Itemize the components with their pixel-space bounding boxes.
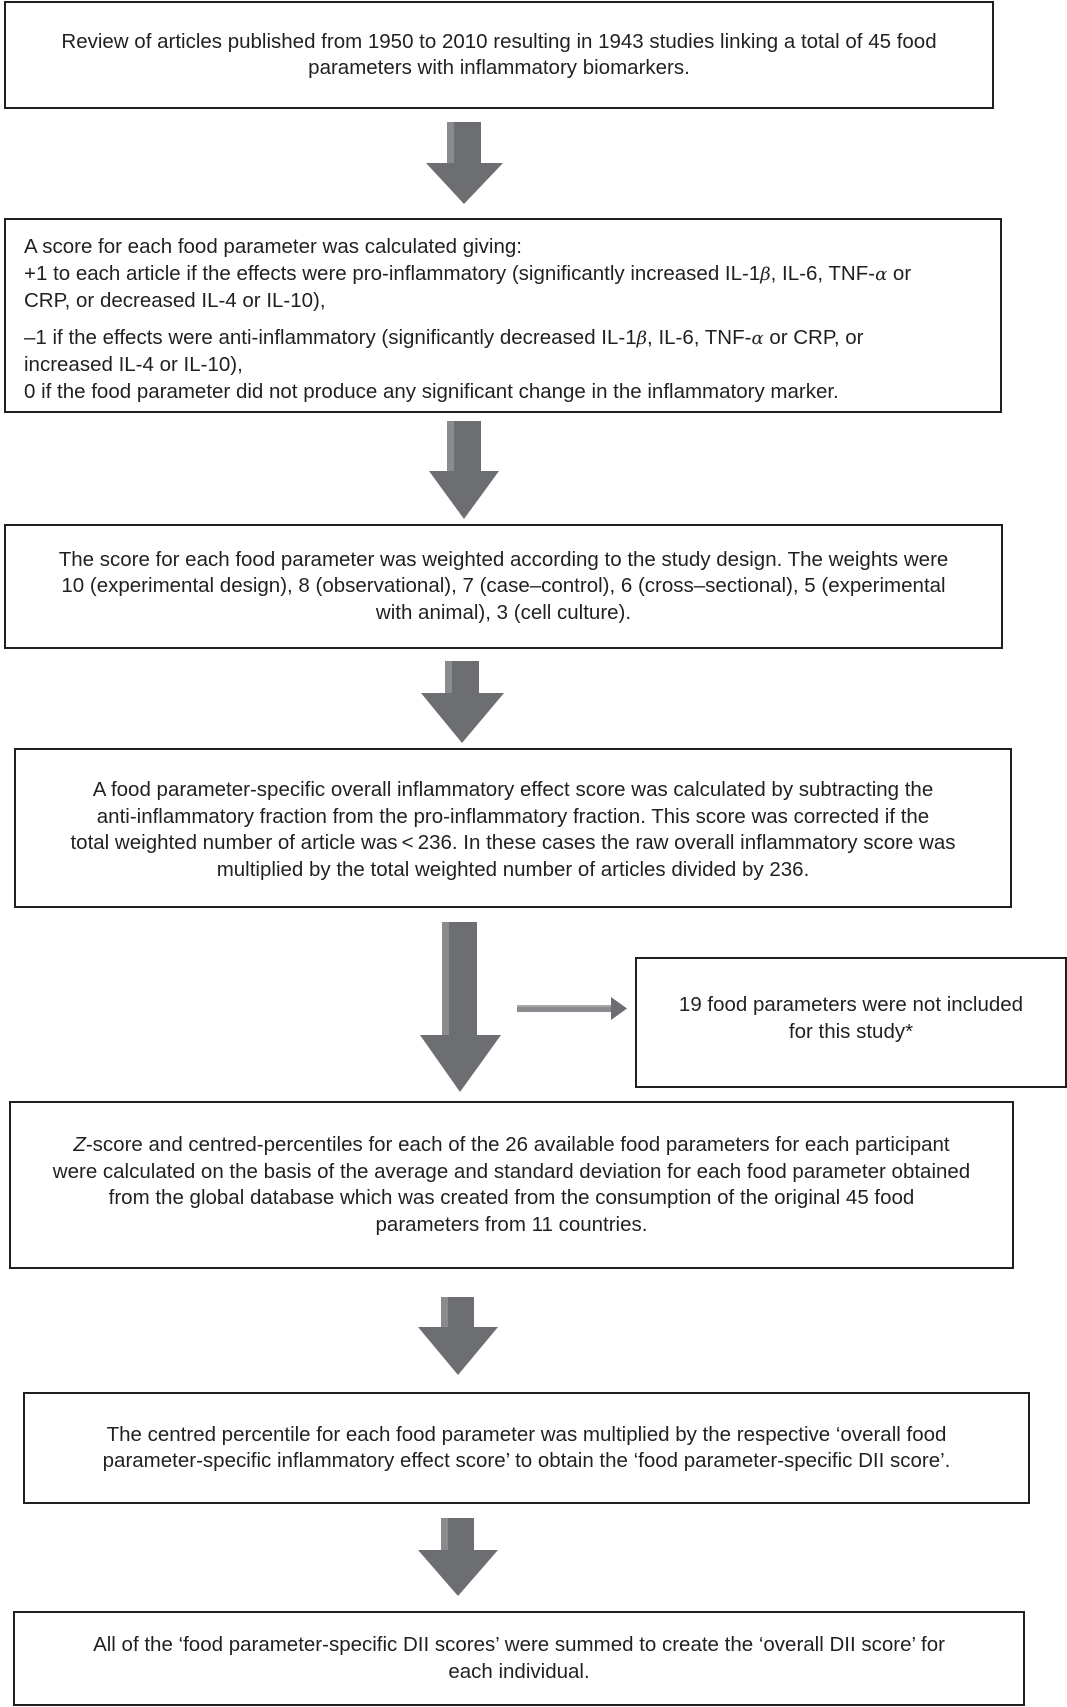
step-3-weighting-box: The score for each food parameter was we… (4, 524, 1003, 649)
step-6-line-2: parameter-specific inflammatory effect s… (102, 1449, 951, 1472)
down-arrow-2 (429, 421, 499, 519)
step-2-line-2: +1 to each article if the effects were p… (24, 261, 912, 285)
step-5-zscore-box: Z-score and centred-percentiles for each… (9, 1101, 1014, 1269)
step-2-line-1: A score for each food parameter was calc… (24, 235, 522, 258)
step-5-line-3: from the global database which was creat… (108, 1186, 915, 1209)
step-6-line-1: The centred percentile for each food par… (106, 1422, 947, 1446)
down-arrow-4 (420, 922, 501, 1092)
step-1-line-1: Review of articles published from 1950 t… (61, 29, 937, 53)
step-2-line-3: CRP, or decreased IL-4 or IL-10), (24, 289, 326, 312)
step-7-overall-dii-box: All of the ‘food parameter-specific DII … (13, 1611, 1025, 1706)
step-5-line-1: Z-score and centred-percentiles for each… (73, 1133, 950, 1156)
step-2-scoring-box: A score for each food parameter was calc… (4, 218, 1002, 413)
down-arrow-6 (418, 1518, 498, 1596)
step-3-line-3: with animal), 3 (cell culture). (375, 600, 632, 624)
excluded-line-1: 19 food parameters were not included (678, 993, 1024, 1016)
step-3-line-1: The score for each food parameter was we… (58, 547, 949, 571)
step-3-line-2: 10 (experimental design), 8 (observation… (61, 574, 946, 598)
step-5-line-4: parameters from 11 countries. (375, 1212, 648, 1236)
step-4-line-4: multiplied by the total weighted number … (216, 857, 810, 881)
step-5-line-2: were calculated on the basis of the aver… (52, 1159, 971, 1183)
step-7-line-2: each individual. (448, 1659, 590, 1683)
step-2-line-5: increased IL-4 or IL-10), (24, 353, 243, 376)
excluded-parameters-box: 19 food parameters were not included for… (635, 957, 1067, 1088)
down-arrow-5 (418, 1297, 498, 1375)
step-1-literature-review-box: Review of articles published from 1950 t… (4, 1, 994, 109)
step-4-line-2: anti-inflammatory fraction from the pro-… (96, 804, 930, 828)
step-6-centred-percentile-box: The centred percentile for each food par… (23, 1392, 1030, 1504)
step-4-line-1: A food parameter-specific overall inflam… (92, 778, 934, 801)
excluded-line-2: for this study* (788, 1019, 914, 1043)
right-arrow-excluded (517, 997, 627, 1020)
step-2-line-6: 0 if the food parameter did not produce … (24, 379, 839, 403)
down-arrow-1 (426, 122, 503, 204)
step-1-line-2: parameters with inflammatory biomarkers. (308, 56, 690, 79)
down-arrow-3 (421, 661, 504, 743)
step-4-overall-effect-box: A food parameter-specific overall inflam… (14, 748, 1012, 908)
step-2-line-4: –1 if the effects were anti-inflammatory… (24, 325, 864, 349)
step-4-line-3: total weighted number of article was < 2… (70, 831, 956, 854)
step-7-line-1: All of the ‘food parameter-specific DII … (93, 1633, 945, 1656)
